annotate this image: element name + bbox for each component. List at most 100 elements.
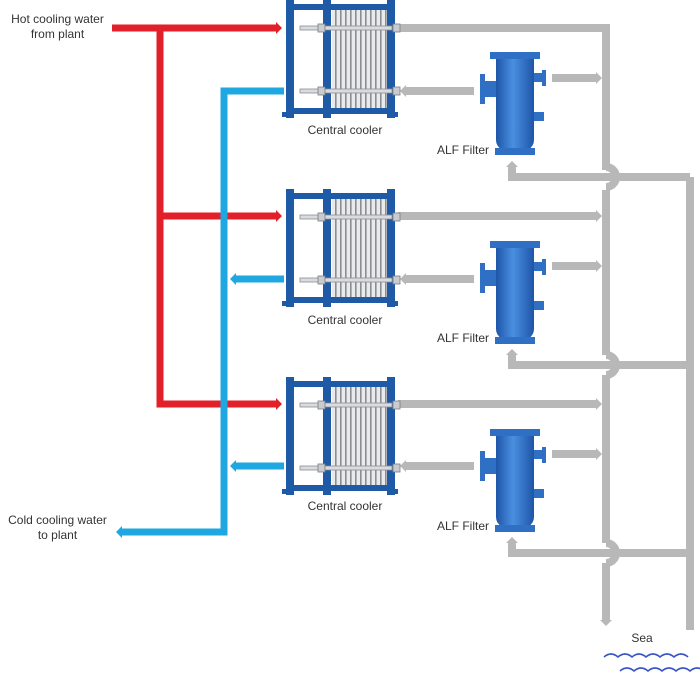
frame-foot [390,489,398,494]
frame-mid-post [323,377,331,495]
central-cooler [282,0,401,118]
tie-rod [299,25,393,31]
sea-discharge-arrow [600,620,612,626]
sea-waves [603,653,700,673]
alf-filter [480,429,546,532]
tie-rod-nut [392,275,401,285]
tie-rod-nut [317,86,326,96]
sea-water-pipes [398,24,694,630]
filter-label-1: ALF Filter [436,143,489,157]
frame-right-post [387,0,395,118]
central-cooler [282,189,401,307]
tie-rod-nut [317,23,326,33]
hot-water-pipes [112,22,282,410]
tie-rod-nut [317,212,326,222]
filter-left-flange [480,263,485,293]
frame-left-post [286,0,294,118]
tie-rod-nut [392,86,401,96]
filter-supply-arrow [506,161,518,167]
frame-left-post [286,377,294,495]
unit-3 [282,377,546,532]
filter-bottom-flange [495,525,535,532]
tie-rod-nut [392,212,401,222]
cooler-outlet-arrow [596,210,602,222]
filter-label-3: ALF Filter [436,519,489,533]
frame-bottom-bar [286,108,394,114]
filter-right-nozzle-top [534,73,542,82]
cooler-label-1: Central cooler [307,123,383,137]
filter-label-2: ALF Filter [436,331,489,345]
cooler-outlet-arrow [596,398,602,410]
filter-right-nozzle-bottom [534,489,544,498]
frame-mid-post [323,0,331,118]
alf-filter [480,52,546,155]
tie-rod [299,88,393,94]
filter-supply-pipe [508,167,690,181]
filter-supply-arrow [506,349,518,355]
cold-outlet-arrow [116,526,122,538]
filter-right-flange-top [542,447,546,463]
hot-water-label-line2: from plant [30,27,85,41]
filter-bottom-flange [495,337,535,344]
heat-exchanger-plates [332,4,390,112]
cold-header-pipe [122,87,284,536]
cold-water-label: Cold cooling water to plant [0,513,115,543]
cold-branch-arrow [230,460,236,472]
frame-top-bar [286,193,394,199]
filter-left-flange [480,451,485,481]
frame-foot [282,301,290,306]
tie-rod [299,214,393,220]
filter-top-flange [490,52,540,59]
tie-rod [299,402,393,408]
frame-right-post [387,377,395,495]
frame-mid-post [323,189,331,307]
filter-right-nozzle-bottom [534,301,544,310]
cooler-label-3: Central cooler [307,499,383,513]
filter-to-cooler-arrow [400,460,406,472]
sea-label: Sea [631,631,653,645]
unit-2 [282,189,546,344]
sea-outlet-main-top [398,24,610,170]
cold-water-pipes [116,87,284,538]
tie-rod-nut [392,23,401,33]
tie-rod [299,277,393,283]
tie-rod-nut [317,463,326,473]
sea-wave-2 [619,667,700,673]
filter-left-nozzle [485,270,496,286]
filter-supply-arrow [506,537,518,543]
filter-top-flange [490,429,540,436]
cold-branch-arrow [230,273,236,285]
filter-right-nozzle-top [534,262,542,271]
sea-wave-1 [603,653,689,659]
filter-body [496,248,534,341]
hot-water-label: Hot cooling water from plant [0,12,115,42]
filter-right-flange-top [542,70,546,86]
filter-left-flange [480,74,485,104]
filter-supply-pipe [508,543,690,557]
frame-top-bar [286,381,394,387]
frame-left-post [286,189,294,307]
cooler-units [282,0,546,532]
hot-water-label-line1: Hot cooling water [11,12,104,26]
cold-water-label-line2: to plant [37,528,78,542]
unit-1 [282,0,546,155]
frame-bottom-bar [286,485,394,491]
hot-arrow [276,398,282,410]
hot-arrow [276,22,282,34]
filter-left-nozzle [485,458,496,474]
filter-body [496,59,534,152]
heat-exchanger-plates [332,193,390,301]
filter-flush-arrow [596,72,602,84]
frame-right-post [387,189,395,307]
filter-supply-pipe [508,355,690,369]
filter-flush-arrow [596,448,602,460]
tie-rod [299,465,393,471]
filter-right-nozzle-bottom [534,112,544,121]
frame-top-bar [286,4,394,10]
hot-header-pipe [156,28,276,408]
tie-rod-nut [392,463,401,473]
tie-rod-nut [317,400,326,410]
filter-left-nozzle [485,81,496,97]
filter-right-flange-top [542,259,546,275]
